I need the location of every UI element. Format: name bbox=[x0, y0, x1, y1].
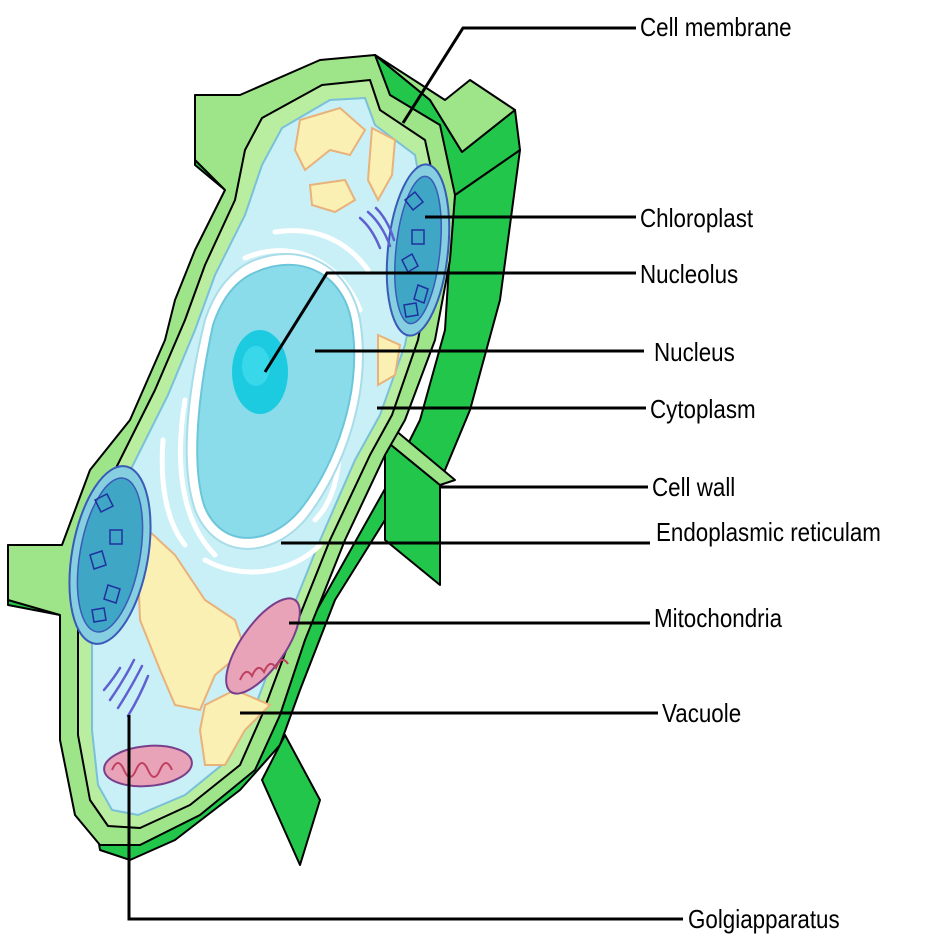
label-vacuole: Vacuole bbox=[662, 698, 741, 728]
label-chloroplast: Chloroplast bbox=[640, 203, 753, 233]
label-cytoplasm: Cytoplasm bbox=[650, 394, 756, 424]
nucleolus-core bbox=[242, 346, 270, 386]
label-nucleolus: Nucleolus bbox=[640, 259, 738, 289]
label-cell-wall: Cell wall bbox=[652, 472, 735, 502]
label-nucleus: Nucleus bbox=[654, 337, 735, 367]
label-cell-membrane: Cell membrane bbox=[640, 12, 792, 42]
label-golgi-apparatus: Golgiapparatus bbox=[688, 904, 840, 934]
label-endoplasmic-reticulum: Endoplasmic reticulam bbox=[656, 517, 881, 547]
label-mitochondria: Mitochondria bbox=[654, 603, 782, 633]
